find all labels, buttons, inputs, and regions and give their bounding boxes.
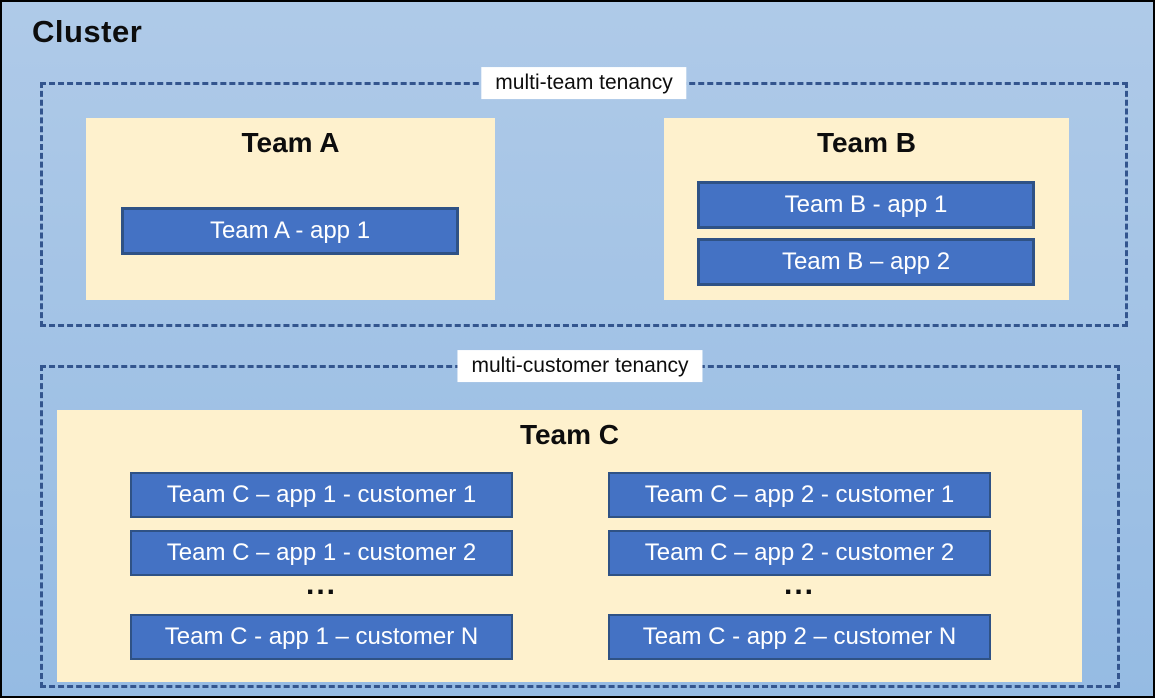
team-a-title: Team A bbox=[241, 127, 340, 158]
team-c-app-1-customer-n-box: Team C - app 1 – customer N bbox=[130, 614, 513, 660]
team-c-app-2-customer-2-box: Team C – app 2 - customer 2 bbox=[608, 530, 991, 576]
cluster-title: Cluster bbox=[32, 14, 143, 49]
team-c-app-2-ellipsis: ... bbox=[783, 568, 815, 601]
team-c-app-1-ellipsis: ... bbox=[305, 568, 337, 601]
team-c-app-1-customer-2-box: Team C – app 1 - customer 2 bbox=[130, 530, 513, 576]
team-c-app-1-customer-1-box: Team C – app 1 - customer 1 bbox=[130, 472, 513, 518]
multi-team-tenancy-label: multi-team tenancy bbox=[481, 67, 687, 100]
team-b-box: Team B Team B - app 1 Team B – app 2 bbox=[664, 118, 1069, 300]
team-c-title: Team C bbox=[519, 419, 620, 450]
team-c-app-2-customer-n-box: Team C - app 2 – customer N bbox=[608, 614, 991, 660]
multi-customer-tenancy-label: multi-customer tenancy bbox=[457, 350, 703, 383]
multi-customer-tenancy-box: multi-customer tenancy Team C Team C – a… bbox=[40, 350, 1120, 688]
team-a-app-1-box: Team A - app 1 bbox=[121, 207, 459, 255]
multi-team-tenancy-box: multi-team tenancy Team A Team A - app 1… bbox=[40, 67, 1128, 327]
team-b-title: Team B bbox=[816, 127, 917, 158]
team-c-app-2-customer-1-box: Team C – app 2 - customer 1 bbox=[608, 472, 991, 518]
team-c-box: Team C Team C – app 1 - customer 1 Team … bbox=[57, 410, 1082, 682]
team-b-app-1-box: Team B - app 1 bbox=[697, 181, 1035, 229]
team-a-box: Team A Team A - app 1 bbox=[86, 118, 495, 300]
team-b-app-2-box: Team B – app 2 bbox=[697, 238, 1035, 286]
